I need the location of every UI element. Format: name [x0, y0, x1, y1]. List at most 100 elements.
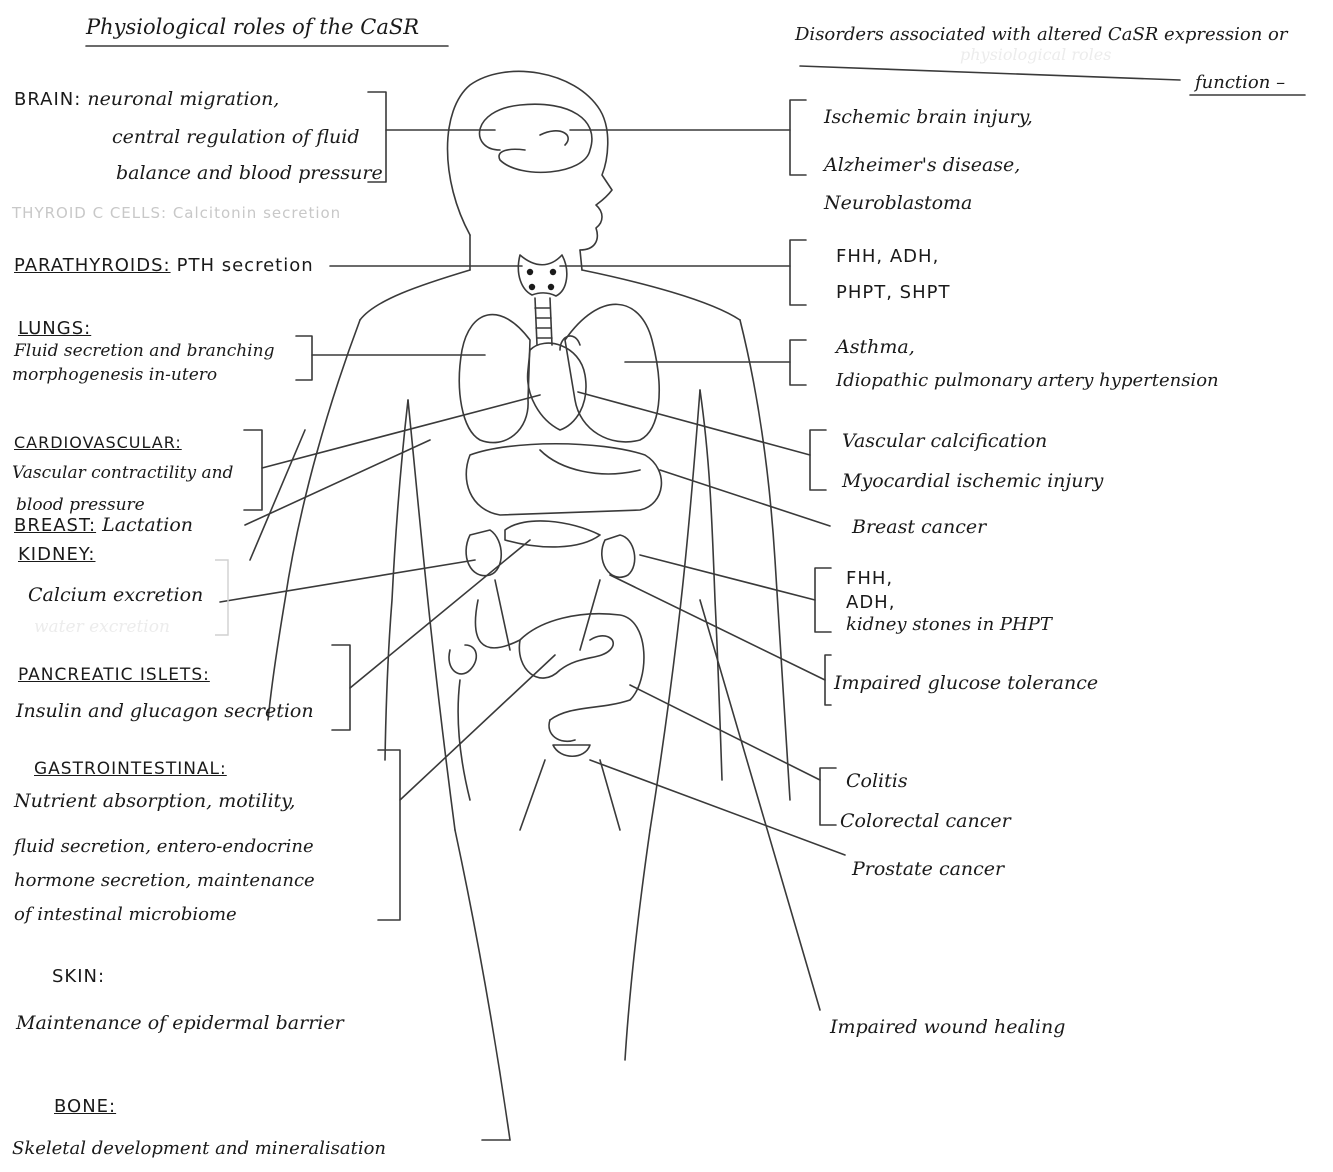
role-lungs-line: morphogenesis in-utero: [12, 362, 217, 388]
right-title-line2: function –: [1195, 70, 1285, 96]
arm-right-outer: [740, 320, 790, 800]
lung-left: [459, 315, 530, 443]
torso-left: [408, 400, 455, 830]
bracket-gastro: [378, 750, 400, 920]
aorta: [560, 336, 580, 350]
role-kidney-label: KIDNEY:: [18, 542, 95, 568]
disorder-prostate: Prostate cancer: [852, 856, 1004, 882]
role-breast-text: Lactation: [102, 514, 193, 536]
role-breast: BREAST: Lactation: [14, 512, 193, 539]
kidney-right: [602, 535, 635, 577]
role-gastro-line: Nutrient absorption, motility,: [14, 788, 295, 814]
colon: [475, 600, 643, 720]
right-title-underline: [800, 66, 1180, 80]
disorder-cardio-line: Vascular calcification: [842, 428, 1047, 454]
left-title: Physiological roles of the CaSR: [86, 14, 419, 40]
arm-left-outer: [268, 320, 360, 720]
role-skin-line: Maintenance of epidermal barrier: [16, 1010, 344, 1036]
trachea-rings: [535, 308, 552, 338]
disorder-kidney-line: kidney stones in PHPT: [846, 612, 1052, 638]
role-cardio-line: Vascular contractility and: [12, 460, 233, 486]
leader-r-breast: [660, 470, 830, 526]
role-brain-line: balance and blood pressure: [116, 160, 383, 186]
disorder-cardio-line: Myocardial ischemic injury: [842, 468, 1103, 494]
brain-fold: [540, 131, 568, 145]
liver-stomach: [466, 444, 661, 515]
role-gastro-line: hormone secretion, maintenance: [14, 868, 315, 894]
leader-r-kidney: [640, 555, 815, 600]
ureter-left: [495, 580, 510, 650]
arm-left-inner: [385, 400, 408, 760]
role-parathyroids: PARATHYROIDS: PTH secretion: [14, 252, 314, 279]
neck-right: [580, 250, 582, 270]
lung-right: [565, 304, 659, 442]
disorder-brain-line: Ischemic brain injury,: [824, 104, 1033, 130]
disorder-brain-line: Alzheimer's disease,: [824, 152, 1020, 178]
shoulder-right: [582, 270, 740, 320]
role-pancreatic-label: PANCREATIC ISLETS:: [18, 662, 210, 688]
heart: [528, 343, 586, 430]
leader-gastro: [400, 655, 555, 800]
leg-left: [455, 830, 510, 1140]
disorder-pancreas: Impaired glucose tolerance: [834, 670, 1098, 696]
leader-skin: [250, 430, 305, 560]
bracket-pancreas: [332, 645, 350, 730]
role-bone-line: Skeletal development and mineralisation: [12, 1136, 386, 1162]
disorder-colon-line: Colitis: [846, 768, 908, 794]
parathyroid-glands: [527, 269, 556, 290]
role-gastro-label: GASTROINTESTINAL:: [34, 756, 227, 782]
role-kidney-line: Calcium excretion: [28, 582, 203, 608]
thyroid-outline: [518, 255, 566, 296]
bracket-r-lungs: [790, 340, 806, 385]
disorder-colon-line: Colorectal cancer: [840, 808, 1011, 834]
bracket-r-kidney: [815, 568, 831, 632]
disorder-breast: Breast cancer: [852, 514, 986, 540]
disorder-parathyroid-line: FHH, ADH,: [836, 244, 939, 270]
bracket-r-brain: [790, 100, 806, 175]
role-bone-label: BONE:: [54, 1094, 116, 1120]
head-outline: [448, 71, 613, 250]
role-brain-line: neuronal migration,: [87, 88, 279, 110]
pelvis-left: [449, 645, 476, 674]
leader-r-cardio: [578, 392, 810, 455]
brain-outline: [480, 104, 592, 172]
disorder-lungs-line: Asthma,: [836, 334, 915, 360]
bracket-r-colon: [820, 768, 836, 825]
role-pancreatic-line: Insulin and glucagon secretion: [16, 698, 314, 724]
bracket-kidney-faint: [215, 560, 228, 635]
bracket-cardio: [244, 430, 262, 510]
small-intestine: [519, 636, 613, 678]
shoulder-left: [360, 270, 470, 320]
stomach-line: [540, 450, 640, 474]
pancreas: [505, 521, 600, 547]
role-cardio-label: CARDIOVASCULAR:: [14, 430, 182, 456]
role-gastro-line: fluid secretion, entero-endocrine: [14, 834, 314, 860]
disorder-lungs-line: Idiopathic pulmonary artery hypertension: [836, 368, 1219, 394]
disorder-parathyroid-line: PHPT, SHPT: [836, 280, 951, 306]
bracket-r-pancreas: [825, 655, 831, 705]
disorder-brain-line: Neuroblastoma: [824, 190, 972, 216]
role-breast-label: BREAST:: [14, 515, 96, 536]
leader-kidney: [220, 560, 475, 602]
leader-r-skin: [700, 600, 820, 1010]
rectum: [549, 720, 575, 741]
leader-breast: [245, 440, 430, 525]
role-lungs-line: Fluid secretion and branching: [14, 338, 274, 364]
torso-right: [650, 390, 700, 830]
role-parathyroids-label: PARATHYROIDS:: [14, 255, 171, 276]
disorder-skin: Impaired wound healing: [830, 1014, 1065, 1040]
right-title-ghost: physiological roles: [960, 42, 1111, 68]
role-skin-label: SKIN:: [52, 964, 105, 990]
role-brain-label: BRAIN:: [14, 89, 81, 110]
pelvic-floor: [520, 760, 620, 830]
role-brain: BRAIN: neuronal migration,: [14, 86, 279, 113]
leg-right: [625, 830, 650, 1060]
role-parathyroids-text: PTH secretion: [177, 255, 314, 276]
bracket-r-cardio: [810, 430, 826, 490]
role-gastro-line: of intestinal microbiome: [14, 902, 237, 928]
role-thyroid: THYROID C CELLS: Calcitonin secretion: [12, 200, 341, 226]
bracket-lungs: [296, 336, 312, 380]
disorder-kidney-line: FHH,: [846, 566, 893, 592]
prostate: [553, 745, 590, 756]
